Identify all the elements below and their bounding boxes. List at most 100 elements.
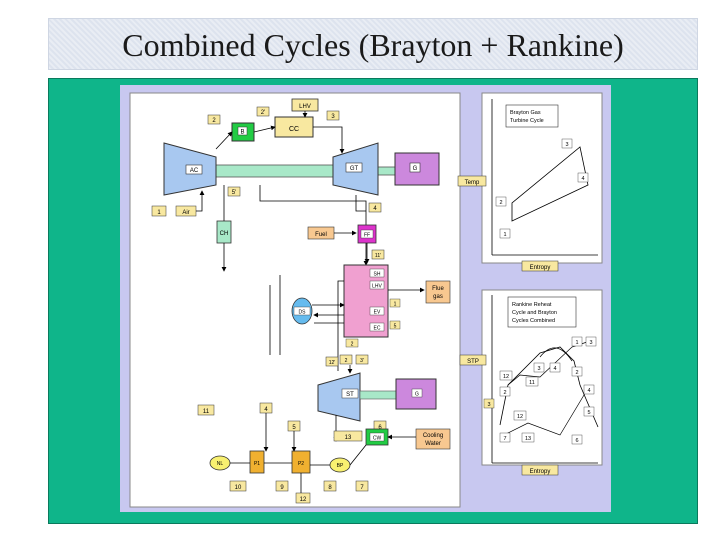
st-12p-label: 12' — [329, 360, 336, 366]
ts-bottom-legend-2: Cycle and Brayton — [512, 310, 557, 316]
ts-bottom-legend-1: Rankine Reheat — [512, 302, 552, 308]
ts-bottom-p7: 7 — [503, 436, 506, 442]
state-12-label: 12 — [300, 497, 307, 503]
ts-bottom-p1: 1 — [575, 340, 578, 346]
ts-top-legend-2: Turbine Cycle — [510, 118, 544, 124]
state-9-label: 9 — [280, 485, 284, 491]
gt-label: GT — [350, 166, 359, 172]
slide-title: Combined Cycles (Brayton + Rankine) — [122, 27, 624, 63]
hrsg-2-label: 2 — [351, 342, 354, 348]
gt-label-box — [345, 162, 363, 173]
ts-bottom-p12a: 12 — [503, 374, 509, 380]
state-4b-label: 4 — [264, 407, 268, 413]
pump-left-label: P1 — [254, 461, 260, 467]
ts-top-p2: 2 — [499, 200, 502, 206]
ts-bottom-p3a: 3 — [589, 340, 592, 346]
ts-bottom-p3b: 3 — [537, 366, 540, 372]
st-label: ST — [346, 392, 354, 398]
ts-bottom-p6: 6 — [575, 438, 578, 444]
state-5p-box — [227, 186, 241, 197]
ch-label: CH — [220, 231, 229, 237]
ts-top-legend — [505, 104, 559, 128]
fuel-label: Fuel — [315, 232, 327, 238]
hrsg-5-label: 5 — [394, 324, 397, 330]
gt-shaft — [215, 164, 347, 178]
st-shaft — [359, 390, 397, 400]
state-2-box — [207, 114, 221, 125]
ts-top-p4: 4 — [581, 176, 584, 182]
cooling-water-box — [415, 428, 451, 450]
ts-bottom-xlabel: Entropy — [530, 469, 551, 475]
rh-label: LHV — [372, 284, 382, 290]
state-11p-box — [371, 249, 385, 260]
sh-label: SH — [374, 272, 381, 278]
ev-label: EV — [374, 310, 381, 316]
cw-label: CW — [373, 436, 382, 442]
state-4-box — [368, 202, 382, 213]
steam-turbine-shape — [317, 372, 361, 422]
combined-cycle-figure: AC GT G B CC LHV 2 2' 3 5' 1 Air CH 4 Fu… — [120, 85, 611, 512]
g-top-label: G — [413, 166, 418, 172]
ts-bottom-p12b: 12 — [517, 414, 523, 420]
steam-dome — [539, 347, 573, 362]
pump-right-label: P2 — [298, 461, 304, 467]
cc-label: CC — [289, 126, 299, 133]
nl-label: NL — [217, 461, 224, 467]
ts-bottom-p4b: 4 — [587, 388, 590, 394]
state-6-label: 6 — [378, 425, 382, 431]
ts-top-legend-1: Brayton Gas — [510, 110, 541, 116]
ts-bottom-p11: 11 — [529, 380, 535, 386]
ts-bottom-legend — [507, 296, 577, 328]
state-8-label: 8 — [328, 485, 332, 491]
ac-label: AC — [190, 168, 199, 174]
flue-label-2: gas — [433, 294, 443, 300]
state-2p-label: 2' — [261, 110, 265, 116]
bp-label: BP — [337, 463, 344, 469]
state-5p-label: 5' — [232, 190, 236, 196]
ts-bottom-p2a: 2 — [575, 370, 578, 376]
ts-top-ylabel: Temp — [465, 180, 480, 186]
ts-top-p3: 3 — [565, 142, 568, 148]
figure-svg: AC GT G B CC LHV 2 2' 3 5' 1 Air CH 4 Fu… — [129, 92, 603, 508]
flue-gas-box — [425, 280, 451, 304]
brayton-cycle-curve — [511, 146, 589, 222]
state-11p-label: 11' — [375, 253, 381, 259]
ds-label: DS — [299, 310, 307, 316]
g-top-label-box — [409, 162, 421, 173]
ts-bottom-p13: 13 — [525, 436, 531, 442]
state-2-label: 2 — [212, 118, 216, 124]
air-label: Air — [182, 210, 189, 216]
state-1-box — [151, 205, 167, 217]
ts-bottom-legend-3: Cycles Combined — [512, 318, 555, 324]
state-13-label: 13 — [345, 435, 352, 441]
st-3p-label: 3' — [360, 358, 364, 364]
state-11-label: 11 — [203, 409, 210, 415]
state-3-label: 3 — [331, 114, 335, 120]
b-label-box — [237, 126, 248, 136]
ts-top-p1: 1 — [503, 232, 506, 238]
state-1-label: 1 — [157, 210, 161, 216]
g-bottom-label: G — [415, 392, 419, 398]
state-4-label: 4 — [373, 206, 377, 212]
ts-bottom-p2b: 2 — [503, 390, 506, 396]
ec-label: EC — [374, 326, 381, 332]
cooling-label-2: Water — [425, 441, 441, 447]
b-label: B — [240, 130, 244, 136]
state-10-label: 10 — [235, 485, 242, 491]
state-5-label: 5 — [292, 425, 296, 431]
ac-label-box — [185, 164, 203, 175]
st-2-label: 2 — [345, 358, 348, 364]
state-2p-box — [256, 106, 270, 117]
flue-label-1: Flue — [432, 286, 444, 292]
ts-bottom-p5: 5 — [587, 410, 590, 416]
lhv-label: LHV — [299, 104, 311, 110]
state-7-label: 7 — [360, 485, 364, 491]
hrsg-1-label: 1 — [394, 302, 397, 308]
cooling-label-1: Cooling — [423, 433, 443, 439]
ff-label: FF — [364, 233, 370, 239]
ts-bottom-ylabel: STP — [467, 359, 479, 365]
ts-bottom-p3c: 3 — [487, 402, 490, 408]
combined-cycle-curve-3 — [503, 384, 591, 436]
title-bar: Combined Cycles (Brayton + Rankine) — [48, 18, 698, 70]
ts-bottom-p4a: 4 — [553, 366, 556, 372]
